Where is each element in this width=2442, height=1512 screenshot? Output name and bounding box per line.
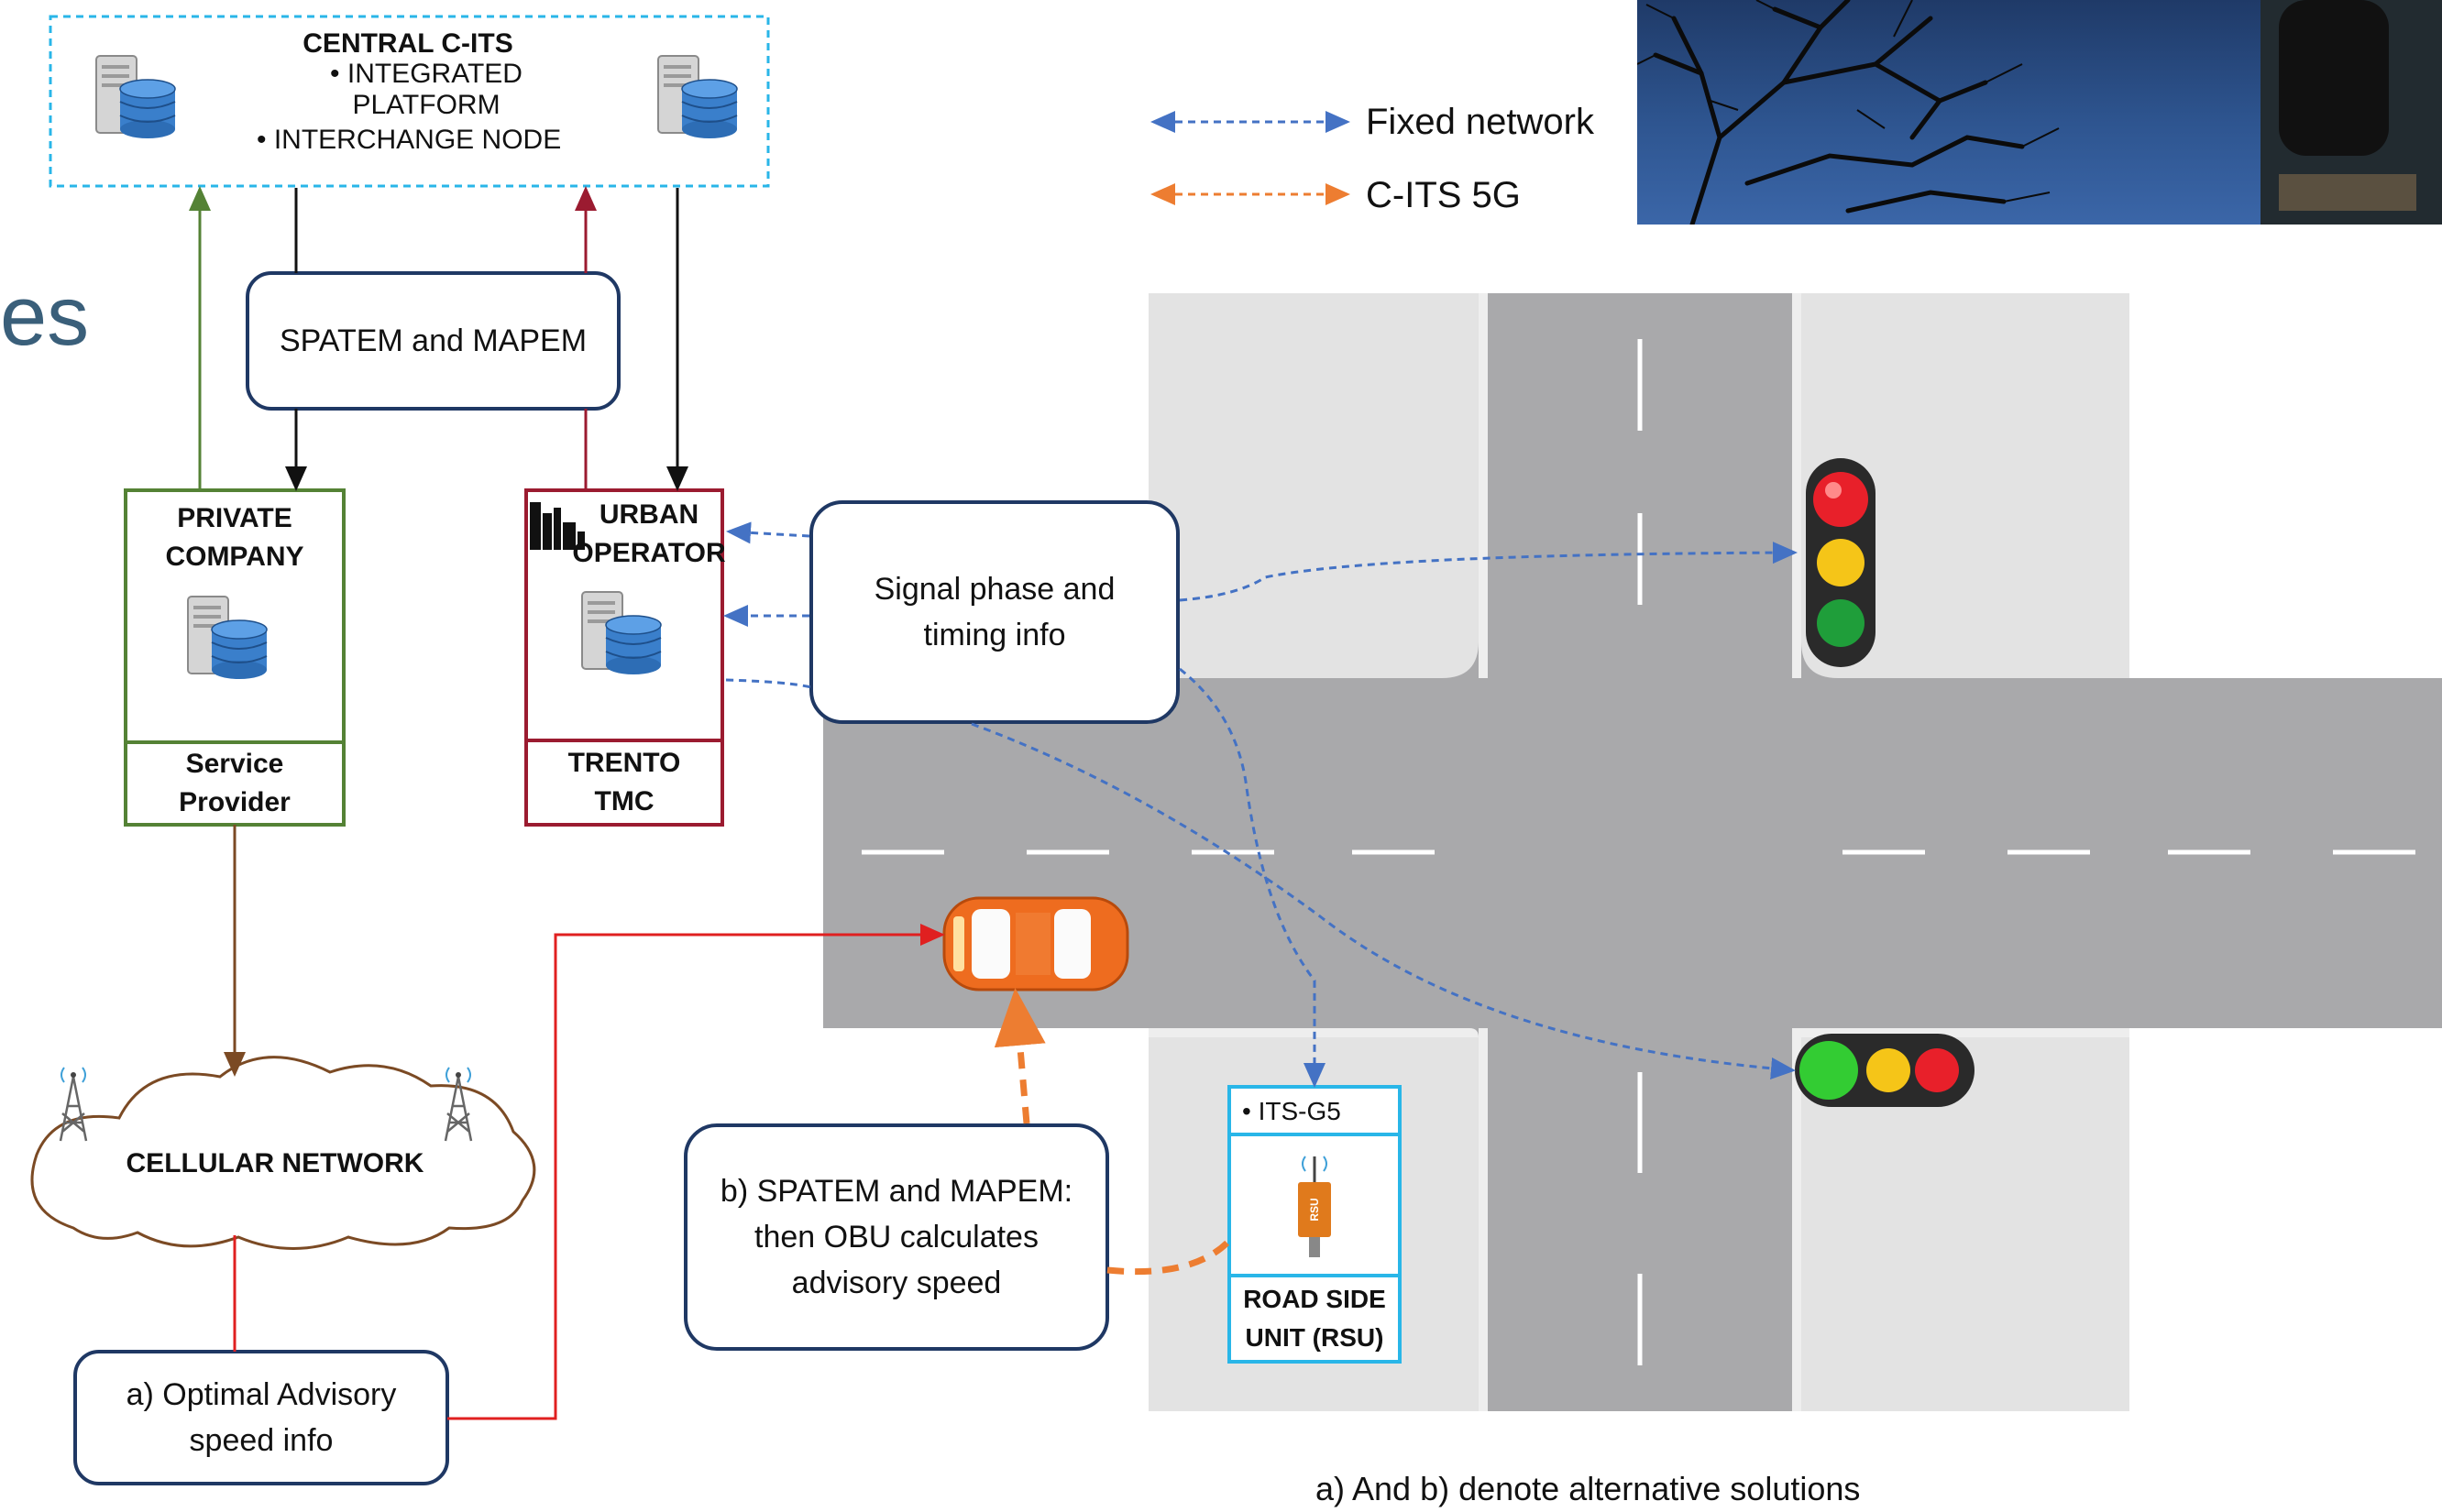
central-bullet-node: • INTERCHANGE NODE	[257, 125, 562, 155]
spatem-top-box	[246, 271, 621, 411]
cellular-cloud	[30, 1056, 536, 1250]
obu-box	[684, 1123, 1109, 1351]
signal-phase-box	[809, 500, 1180, 724]
intersection	[823, 293, 2442, 1411]
car-icon	[942, 896, 1129, 992]
caption-alternatives: a) And b) denote alternative solutions	[1315, 1470, 1861, 1507]
private-company-footer: Service Provider	[179, 749, 291, 817]
links	[189, 186, 945, 1420]
cellular-network-label: CELLULAR NETWORK	[126, 1148, 424, 1178]
city-skyline-icon	[530, 502, 585, 550]
legend-cits-5g: C-ITS 5G	[1366, 174, 1521, 215]
central-cits-title: CENTRAL C-ITS	[302, 28, 513, 59]
legend-fixed-network: Fixed network	[1366, 101, 1594, 142]
traffic-light-horizontal	[1795, 1034, 1974, 1107]
cits-5g-links	[994, 988, 1231, 1276]
fixed-network-links	[723, 111, 1798, 1088]
rsu-device-label: RSU	[1308, 1198, 1321, 1222]
rsu-tag: • ITS-G5	[1242, 1097, 1341, 1125]
central-bullet-platform: • INTEGRATED PLATFORM	[330, 59, 522, 120]
rsu-device-icon	[1298, 1156, 1331, 1257]
traffic-light-vertical	[1806, 458, 1876, 667]
spatem-top-label: SPATEM and MAPEM	[279, 323, 588, 358]
signal-phase-label: Signal phase and timing info	[874, 572, 1116, 652]
private-company-title: PRIVATE COMPANY	[165, 503, 304, 572]
advisory-speed-label: a) Optimal Advisory speed info	[126, 1377, 397, 1458]
urban-operator-title: URBAN OPERATOR	[572, 499, 726, 568]
urban-operator-footer: TRENTO TMC	[567, 748, 681, 816]
night-tree-photo	[1637, 0, 2442, 225]
rsu-footer: ROAD SIDE UNIT (RSU)	[1243, 1285, 1386, 1352]
obu-label: b) SPATEM and MAPEM: then OBU calculates…	[720, 1174, 1073, 1300]
slide-title-fragment: es	[0, 268, 90, 363]
